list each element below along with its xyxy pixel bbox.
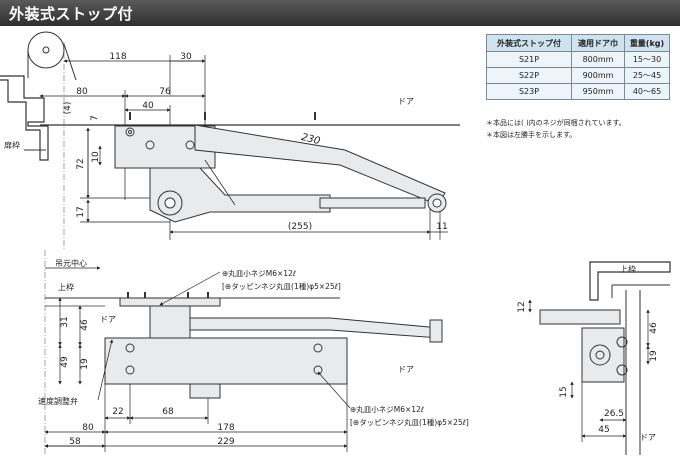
table-cell: 950mm xyxy=(571,83,625,100)
dim-255: (255) xyxy=(288,222,312,232)
side-frame xyxy=(589,261,671,301)
front-arm xyxy=(149,317,441,339)
side-dim-26-5: 26.5 xyxy=(604,409,624,419)
table-cell: 40～65 xyxy=(624,83,670,100)
table-cell: S21P xyxy=(486,51,572,68)
door-label-front-left: ドア xyxy=(100,315,116,324)
screw-top-line2: [⊕タッピンネジ丸皿(1種)φ5×25ℓ] xyxy=(222,281,341,291)
dim-80-front: 80 xyxy=(82,423,94,433)
dim-31: 31 xyxy=(60,316,70,327)
dim-10: 10 xyxy=(91,151,101,163)
table-cell: 900mm xyxy=(571,67,625,84)
table-row: S21P 800mm 15～30 xyxy=(486,51,670,68)
spec-col-weight: 重量(kg) xyxy=(624,34,670,52)
side-dim-19: 19 xyxy=(649,350,659,362)
note-1: ＊本品には( )内のネジが同梱されています。 xyxy=(486,119,626,127)
speed-adjust-label: 速度調整弁 xyxy=(38,396,78,406)
rod-arm xyxy=(319,197,426,209)
dim-229: 229 xyxy=(217,437,234,447)
header-bar: 外装式ストップ付 xyxy=(0,0,680,26)
side-dim-46: 46 xyxy=(649,322,659,334)
spec-col-door-width: 適用ドア巾 xyxy=(571,34,625,52)
dim-80: 80 xyxy=(76,87,88,97)
side-door-label: ドア xyxy=(640,433,656,442)
frame-label: 扉枠 xyxy=(4,140,20,150)
dim-118: 118 xyxy=(109,52,126,62)
front-body xyxy=(104,337,348,385)
dim-22: 22 xyxy=(112,407,123,417)
hinge-center-label: 吊元中心 xyxy=(55,258,87,268)
table-row: S22P 900mm 25～45 xyxy=(486,67,670,84)
table-cell: 800mm xyxy=(571,51,625,68)
dim-58: 58 xyxy=(69,437,81,447)
dim-76: 76 xyxy=(159,87,171,97)
dim-4: (4) xyxy=(63,102,73,115)
side-view: 上枠 ドア 12 46 19 15 26.5 45 xyxy=(517,261,671,455)
page-title: 外装式ストップ付 xyxy=(9,5,134,23)
table-cell: 15～30 xyxy=(624,51,670,68)
table-cell: S22P xyxy=(486,67,572,84)
spec-col-model: 外装式ストップ付 xyxy=(486,34,572,52)
screw-top-line1: ⊕丸皿小ネジM6×12ℓ xyxy=(222,268,296,278)
table-cell: S23P xyxy=(486,83,572,100)
side-frame-top-label: 上枠 xyxy=(620,264,636,274)
side-dim-45: 45 xyxy=(598,425,609,435)
notes: ＊本品には( )内のネジが同梱されています。 ＊本図は左勝手を示します。 xyxy=(486,117,626,141)
side-dim-15: 15 xyxy=(559,386,569,397)
dim-17: 17 xyxy=(76,206,86,217)
dim-72: 72 xyxy=(76,158,86,169)
top-view: 118 30 80 76 40 (4) 7 10 72 17 230 (255)… xyxy=(0,31,460,250)
dim-7: 7 xyxy=(90,115,100,121)
frame-profile xyxy=(0,75,49,161)
dim-230: 230 xyxy=(300,132,321,147)
dim-178: 178 xyxy=(217,423,234,433)
side-dim-12: 12 xyxy=(517,301,527,312)
table-cell: 25～45 xyxy=(624,67,670,84)
frame-top-label: 上枠 xyxy=(58,282,74,292)
screw-bot-line1: ⊕丸皿小ネジM6×12ℓ xyxy=(350,404,424,414)
side-body xyxy=(581,327,625,383)
dim-11: 11 xyxy=(436,222,447,232)
door-label-top: ドア xyxy=(398,97,414,106)
dim-19-front: 19 xyxy=(80,358,90,370)
screw-bot-line2: [⊕タッピンネジ丸皿(1種)φ5×25ℓ] xyxy=(350,417,469,427)
door-label-front-right: ドア xyxy=(398,365,414,374)
spec-table: 外装式ストップ付 適用ドア巾 重量(kg) S21P 800mm 15～30 S… xyxy=(486,34,670,100)
dim-46-front: 46 xyxy=(80,319,90,331)
front-view: 吊元中心 上枠 ドア ドア 速度調整弁 ⊕丸皿小ネジM6×12ℓ [⊕タッピンネ… xyxy=(38,250,469,455)
dim-40: 40 xyxy=(142,101,154,111)
spec-table-header-row: 外装式ストップ付 適用ドア巾 重量(kg) xyxy=(486,34,670,52)
dim-49: 49 xyxy=(60,356,70,368)
dim-68: 68 xyxy=(162,407,174,417)
hinge-bracket xyxy=(27,31,77,81)
note-2: ＊本図は左勝手を示します。 xyxy=(486,131,577,139)
dim-30: 30 xyxy=(180,52,192,62)
closer-body xyxy=(149,167,331,223)
table-row: S23P 950mm 40～65 xyxy=(486,83,670,100)
